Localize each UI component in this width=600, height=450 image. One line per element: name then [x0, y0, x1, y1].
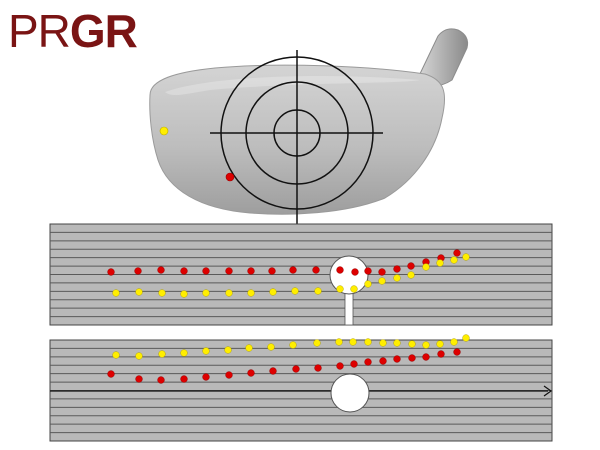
red-trajectory-point [135, 375, 143, 383]
red-trajectory-point [422, 353, 430, 361]
top-view-trajectories [107, 334, 470, 384]
yellow-trajectory-point [269, 288, 277, 296]
yellow-trajectory-point [202, 289, 210, 297]
red-trajectory-point [247, 369, 255, 377]
yellow-trajectory-point [112, 351, 120, 359]
ball-side-view [329, 255, 369, 295]
red-trajectory-point [289, 266, 297, 274]
red-trajectory-point [157, 266, 165, 274]
red-trajectory-point [378, 268, 386, 276]
red-trajectory-point [225, 267, 233, 275]
yellow-trajectory-point [225, 289, 233, 297]
red-trajectory-point [408, 354, 416, 362]
red-trajectory-point [336, 266, 344, 274]
yellow-trajectory-point [202, 347, 210, 355]
yellow-trajectory-point [336, 285, 344, 293]
red-trajectory-point [351, 268, 359, 276]
yellow-trajectory-point [267, 343, 275, 351]
red-trajectory-point [268, 267, 276, 275]
red-trajectory-point [202, 267, 210, 275]
target-crosshair [210, 50, 383, 225]
logo-thin-text: PR [8, 5, 71, 57]
red-trajectory-point [107, 268, 115, 276]
yellow-trajectory-point [247, 289, 255, 297]
yellow-trajectory-point [378, 277, 386, 285]
yellow-trajectory-point [349, 338, 357, 346]
yellow-trajectory-point [436, 340, 444, 348]
logo-bold-text: GR [69, 5, 138, 57]
yellow-trajectory-point [422, 341, 430, 349]
yellow-trajectory-point [224, 346, 232, 354]
red-trajectory-point [393, 355, 401, 363]
yellow-trajectory-point [462, 334, 470, 342]
yellow-trajectory-point [313, 339, 321, 347]
tee-stem [344, 290, 354, 326]
red-trajectory-point [180, 375, 188, 383]
yellow-trajectory-point [289, 341, 297, 349]
red-trajectory-point [312, 266, 320, 274]
yellow-trajectory-point [245, 344, 253, 352]
yellow-trajectory-point [379, 339, 387, 347]
red-trajectory-point [379, 357, 387, 365]
side-view-panel [49, 223, 553, 326]
club-head [149, 28, 469, 215]
yellow-trajectory-point [180, 349, 188, 357]
yellow-trajectory-point [112, 289, 120, 297]
red-trajectory-point [437, 350, 445, 358]
red-trajectory-point [364, 267, 372, 275]
red-trajectory-point [453, 348, 461, 356]
red-trajectory-point [134, 267, 142, 275]
side-view-trajectories [107, 249, 470, 298]
red-trajectory-point [292, 365, 300, 373]
yellow-trajectory-point [135, 288, 143, 296]
yellow-trajectory-point [393, 274, 401, 282]
red-trajectory-point [247, 267, 255, 275]
red-trajectory-point [393, 265, 401, 273]
club-face-shading [165, 76, 420, 96]
yellow-trajectory-point [135, 352, 143, 360]
yellow-trajectory-point [350, 285, 358, 293]
red-trajectory-point [453, 249, 461, 257]
prgr-logo: PRGR [8, 5, 138, 57]
red-trajectory-point [269, 367, 277, 375]
red-trajectory-point [157, 376, 165, 384]
red-impact-dot [225, 172, 235, 182]
yellow-trajectory-point [158, 350, 166, 358]
red-trajectory-point [364, 358, 372, 366]
yellow-trajectory-point [364, 280, 372, 288]
red-trajectory-point [350, 360, 358, 368]
red-trajectory-point [202, 373, 210, 381]
yellow-trajectory-point [314, 287, 322, 295]
yellow-trajectory-point [408, 340, 416, 348]
red-trajectory-point [180, 267, 188, 275]
yellow-trajectory-point [436, 259, 444, 267]
yellow-trajectory-point [180, 290, 188, 298]
red-trajectory-point [336, 362, 344, 370]
red-trajectory-point [314, 364, 322, 372]
yellow-trajectory-point [450, 256, 458, 264]
target-direction-arrow-icon [543, 385, 553, 397]
yellow-trajectory-point [407, 271, 415, 279]
yellow-trajectory-point [291, 287, 299, 295]
red-trajectory-point [407, 262, 415, 270]
yellow-trajectory-point [335, 338, 343, 346]
yellow-trajectory-point [422, 263, 430, 271]
red-trajectory-point [107, 370, 115, 378]
yellow-trajectory-point [393, 339, 401, 347]
yellow-trajectory-point [158, 289, 166, 297]
yellow-trajectory-point [450, 338, 458, 346]
yellow-impact-dot [159, 126, 169, 136]
ball-top-view [330, 373, 370, 413]
yellow-trajectory-point [364, 338, 372, 346]
yellow-trajectory-point [462, 253, 470, 261]
red-trajectory-point [225, 371, 233, 379]
